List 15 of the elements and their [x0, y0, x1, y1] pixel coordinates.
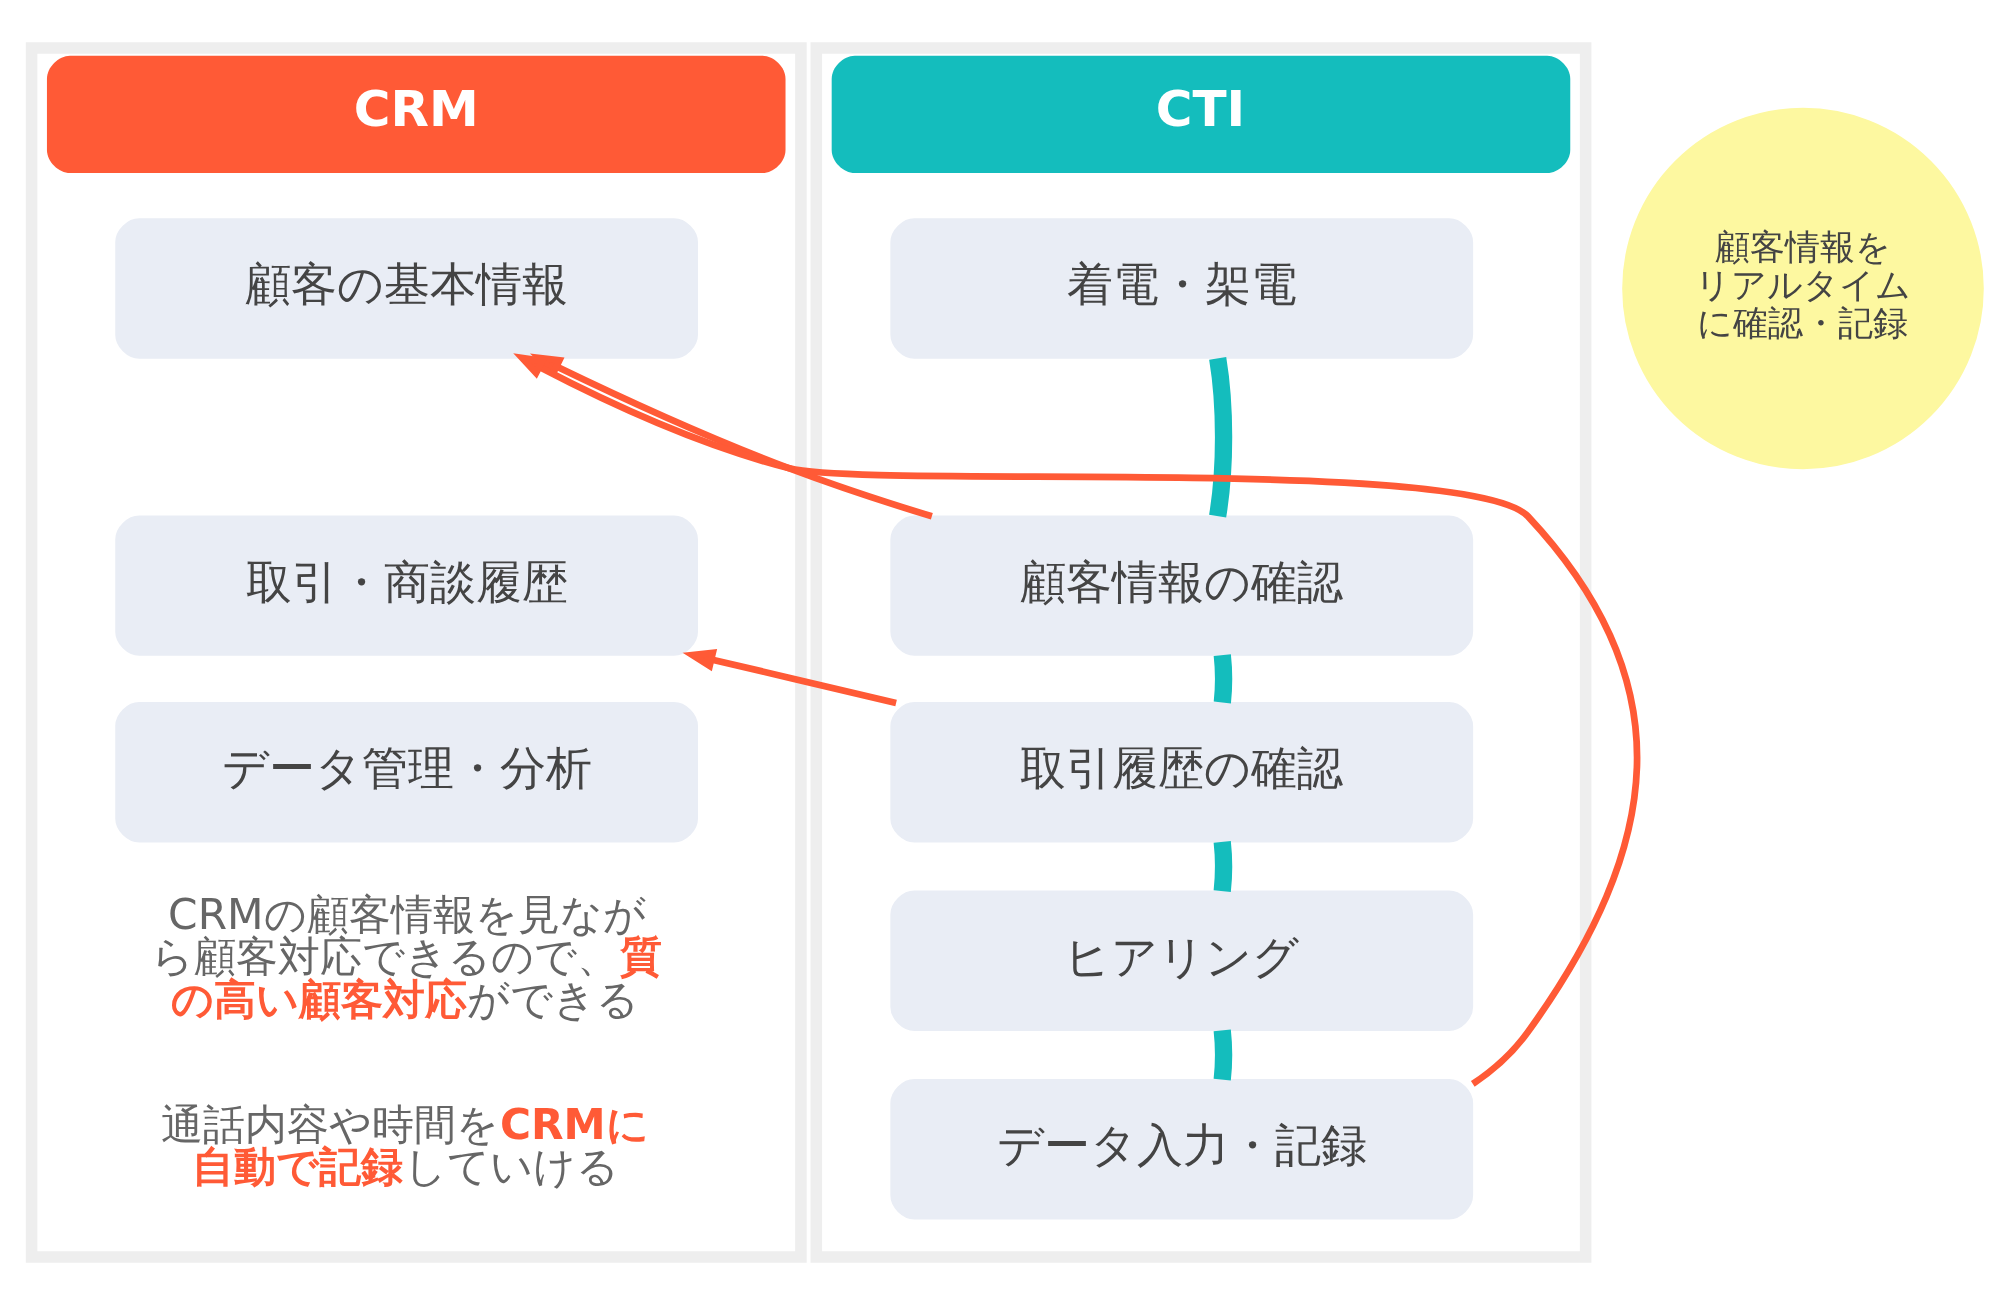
node-box: 顧客の基本情報 — [115, 217, 698, 359]
connector — [1213, 653, 1233, 703]
label: CRMの顧客情報を見ながら顧客対応できるので、質の高い顧客対応ができる — [150, 889, 663, 1024]
connector — [1213, 1029, 1233, 1080]
node-circle: 顧客情報をリアルタイムに確認・記録 — [1622, 107, 1984, 469]
node-box: 取引履歴の確認 — [890, 701, 1474, 842]
connector — [1213, 840, 1233, 892]
node-box: 着電・架電 — [890, 217, 1474, 359]
node-box: データ入力・記録 — [890, 1078, 1474, 1219]
connector — [1209, 356, 1233, 517]
label: 通話内容や時間をCRMに自動で記録していける — [161, 1099, 649, 1191]
node-box: ヒアリング — [890, 890, 1474, 1031]
node-box: 顧客情報の確認 — [890, 514, 1474, 656]
arrow — [682, 648, 897, 706]
node-box: 取引・商談履歴 — [115, 514, 698, 656]
